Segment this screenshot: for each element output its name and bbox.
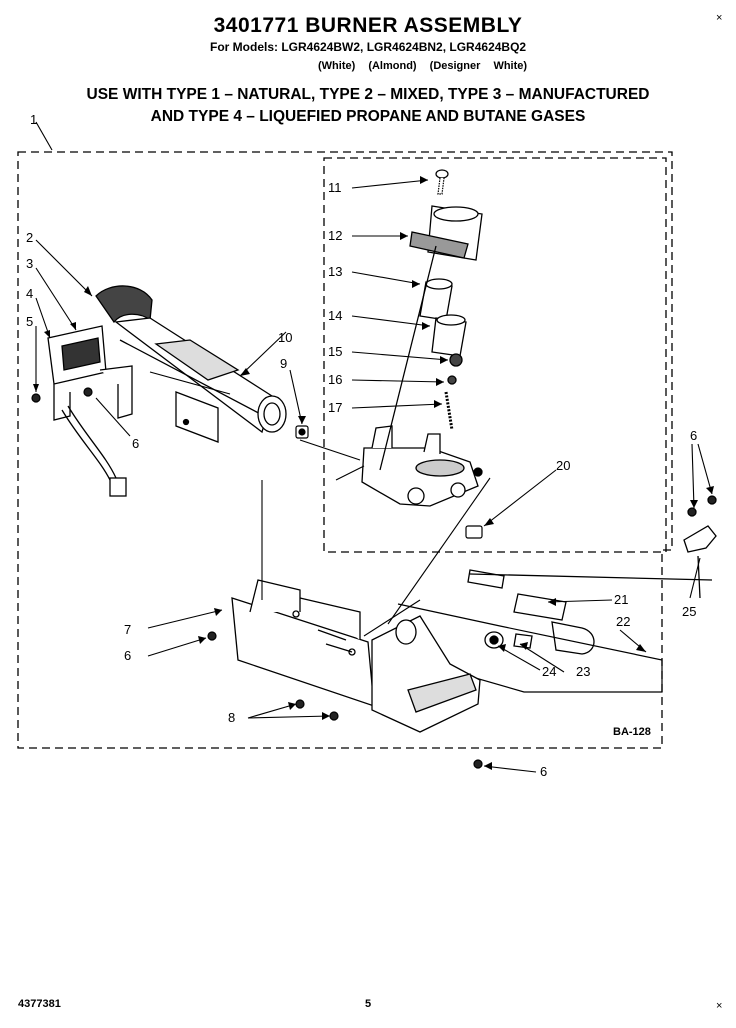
callout-16: 16 bbox=[328, 372, 343, 387]
callout-25: 25 bbox=[682, 604, 697, 619]
color-white: (White) bbox=[318, 60, 356, 72]
leader-lines bbox=[35, 121, 713, 773]
arrow-heads bbox=[33, 176, 714, 770]
callout-1: 1 bbox=[30, 112, 38, 127]
callout-17: 17 bbox=[328, 400, 343, 415]
valve-fitting bbox=[465, 525, 483, 539]
callout-6a: 6 bbox=[132, 436, 140, 451]
page-title: 3401771 BURNER ASSEMBLY bbox=[213, 14, 523, 37]
callout-6d: 6 bbox=[690, 428, 698, 443]
callout-12: 12 bbox=[328, 228, 343, 243]
callout-6c: 6 bbox=[540, 764, 548, 779]
callout-5: 5 bbox=[26, 314, 34, 329]
callout-14: 14 bbox=[328, 308, 343, 323]
left-screws bbox=[31, 387, 93, 403]
callout-3: 3 bbox=[26, 256, 34, 271]
burner-base-bracket bbox=[231, 579, 481, 733]
color-list: (White) (Almond) (Designer White) bbox=[318, 60, 527, 72]
callout-6b: 6 bbox=[124, 648, 132, 663]
callout-10: 10 bbox=[278, 330, 293, 345]
corner-mark-top: × bbox=[716, 12, 723, 24]
document-number: 4377381 bbox=[18, 998, 61, 1010]
assembly-boundary bbox=[17, 151, 673, 749]
figure-code: BA-128 bbox=[613, 726, 651, 738]
model-list: For Models: LGR4624BW2, LGR4624BN2, LGR4… bbox=[210, 40, 527, 54]
callout-22: 22 bbox=[616, 614, 631, 629]
callout-2: 2 bbox=[26, 230, 34, 245]
callout-9: 9 bbox=[280, 356, 288, 371]
callout-4: 4 bbox=[26, 286, 34, 301]
page-number: 5 bbox=[365, 998, 372, 1010]
gas-types-line-1: USE WITH TYPE 1 – NATURAL, TYPE 2 – MIXE… bbox=[86, 86, 650, 103]
color-designer-white: (Designer White) bbox=[429, 60, 528, 72]
igniter-bracket bbox=[47, 325, 133, 497]
callout-11: 11 bbox=[328, 180, 342, 195]
callout-13: 13 bbox=[328, 264, 343, 279]
callout-15: 15 bbox=[328, 344, 343, 359]
gas-piping bbox=[467, 569, 713, 655]
callout-24: 24 bbox=[542, 664, 557, 679]
color-almond: (Almond) bbox=[368, 60, 417, 72]
callout-8: 8 bbox=[228, 710, 236, 725]
valve-boundary bbox=[323, 157, 667, 553]
callout-20: 20 bbox=[556, 458, 571, 473]
clamp-bracket bbox=[683, 495, 717, 599]
gas-types-line-2: AND TYPE 4 – LIQUEFIED PROPANE AND BUTAN… bbox=[150, 108, 586, 125]
callout-23: 23 bbox=[576, 664, 591, 679]
orifice bbox=[295, 425, 309, 439]
callout-7: 7 bbox=[124, 622, 132, 637]
gas-valve bbox=[361, 205, 483, 507]
callout-21: 21 bbox=[614, 592, 629, 607]
valve-screw bbox=[435, 169, 449, 195]
burner-tube bbox=[95, 285, 287, 434]
corner-mark-bottom: × bbox=[716, 1000, 723, 1012]
tube-support-bracket bbox=[175, 391, 219, 443]
item-22-bracket bbox=[397, 603, 663, 693]
